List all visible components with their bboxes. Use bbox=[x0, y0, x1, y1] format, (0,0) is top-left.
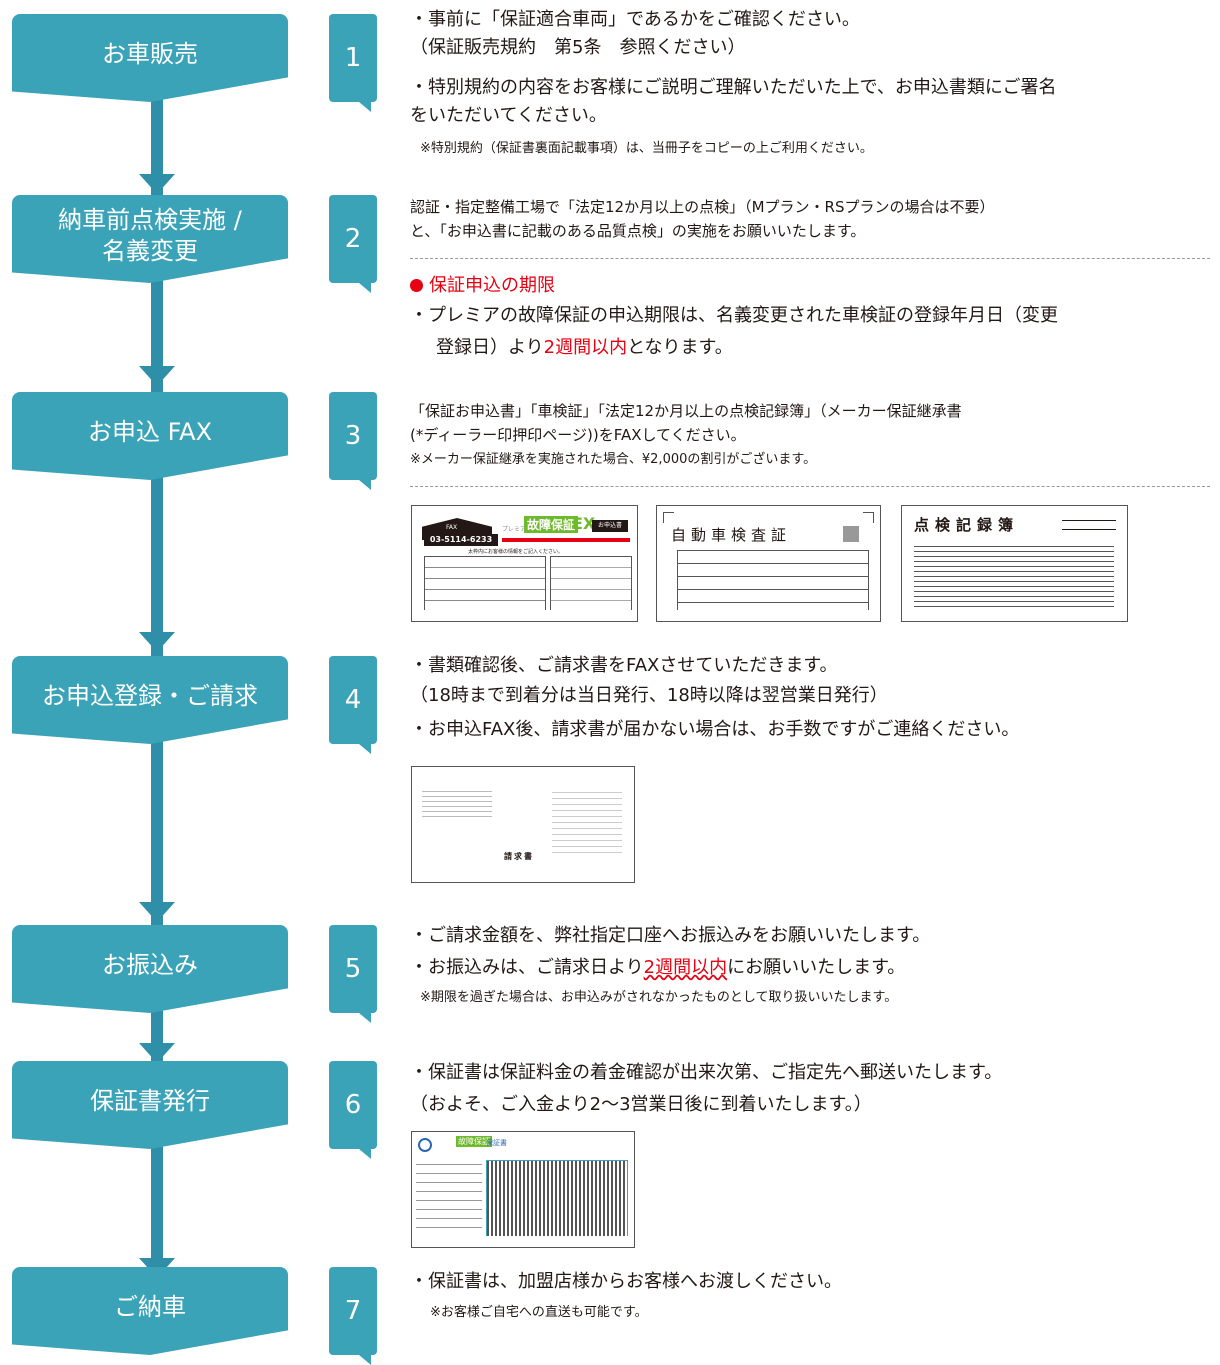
bullet-icon bbox=[410, 279, 423, 292]
s2-d2c: となります。 bbox=[627, 337, 733, 358]
step-2-label: 納車前点検実施 / 名義変更 bbox=[58, 205, 242, 265]
s1-line-2: （保証販売規約 第5条 参照ください） bbox=[410, 37, 746, 58]
step-5-box: お振込み bbox=[12, 925, 288, 1013]
vehicle-inspection-title: 自動車検査証 bbox=[671, 526, 792, 544]
step-1-number: 1 bbox=[329, 14, 377, 112]
deadline-heading: 保証申込の期限 bbox=[410, 272, 555, 300]
page-curl bbox=[657, 610, 880, 621]
s2-deadline-line-1: ・プレミアの故障保証の申込期限は、名義変更された車検証の登録年月日（変更 bbox=[410, 305, 1058, 326]
down-arrow-icon bbox=[139, 366, 175, 386]
s5-line-2: ・お振込みは、ご請求日より2週間以内にお願いいたします。 bbox=[410, 954, 905, 982]
step-1-label: お車販売 bbox=[102, 40, 198, 69]
corner-mark bbox=[863, 512, 874, 523]
s4-line-2: （18時まで到着分は当日発行、18時以降は翌営業日発行） bbox=[410, 685, 888, 706]
s2-deadline-line-2: 登録日）より2週間以内となります。 bbox=[436, 334, 733, 362]
fax-number: 03-5114-6233 bbox=[424, 534, 498, 546]
s5-l2c: にお願いいたします。 bbox=[727, 957, 906, 978]
step-5-number: 5 bbox=[329, 925, 377, 1023]
inspection-log-title: 点検記録簿 bbox=[914, 516, 1020, 534]
brand-ex: EX bbox=[572, 514, 596, 533]
s3-line-1: 「保証お申込書」「車検証」「法定12か月以上の点検記録簿」（メーカー保証継承書 bbox=[410, 402, 962, 420]
brand-logo: 故障保証 bbox=[524, 516, 579, 533]
fax-label: FAX bbox=[446, 524, 458, 531]
logo-icon bbox=[418, 1138, 432, 1152]
step-3-number: 3 bbox=[329, 392, 377, 490]
step-3-box: お申込 FAX bbox=[12, 392, 288, 480]
divider bbox=[410, 486, 1210, 487]
s5-note: ※期限を過ぎた場合は、お申込みがされなかったものとして取り扱いいたします。 bbox=[420, 990, 898, 1005]
down-arrow-icon bbox=[139, 174, 175, 194]
form-badge: お申込書 bbox=[592, 520, 628, 532]
s2-line-2: と、「お申込書に記載のある品質点検」の実施をお願いいたします。 bbox=[410, 222, 866, 240]
s2-line-1: 認証・指定整備工場で「法定12か月以上の点検」（Mプラン・RSプランの場合は不要… bbox=[410, 198, 995, 216]
form-left-table bbox=[424, 556, 546, 618]
step-7-label: ご納車 bbox=[114, 1293, 186, 1322]
step-5-label: お振込み bbox=[102, 951, 198, 980]
down-arrow-icon bbox=[139, 632, 175, 652]
cert-left-panel bbox=[416, 1156, 482, 1236]
deadline-title: 保証申込の期限 bbox=[429, 275, 555, 296]
s7-line-1: ・保証書は、加盟店様からお客様へお渡しください。 bbox=[410, 1271, 842, 1292]
form-right-table bbox=[550, 556, 632, 618]
step-7-box: ご納車 bbox=[12, 1267, 288, 1355]
s5-l2a: ・お振込みは、ご請求日より bbox=[410, 957, 644, 978]
step-7-number: 7 bbox=[329, 1267, 377, 1365]
invoice-title: 請求書 bbox=[504, 852, 534, 861]
page-curl bbox=[412, 1236, 634, 1247]
step-6-box: 保証書発行 bbox=[12, 1061, 288, 1149]
s6-line-1: ・保証書は保証料金の着金確認が出来次第、ご指定先へ郵送いたします。 bbox=[410, 1062, 1003, 1083]
page-curl bbox=[902, 610, 1127, 621]
down-arrow-icon bbox=[139, 902, 175, 922]
step-4-number: 4 bbox=[329, 656, 377, 754]
s3-note: ※メーカー保証継承を実施された場合、¥2,000の割引がございます。 bbox=[410, 452, 817, 467]
step-2-number: 2 bbox=[329, 195, 377, 293]
certificate-thumbnail: 故障保証 保証書 bbox=[411, 1131, 635, 1248]
divider bbox=[410, 258, 1210, 259]
s5-l2b: 2週間以内 bbox=[643, 957, 728, 978]
s4-line-3: ・お申込FAX後、請求書が届かない場合は、お手数ですがご連絡ください。 bbox=[410, 719, 1020, 740]
step-6-number: 6 bbox=[329, 1061, 377, 1159]
page-curl bbox=[412, 610, 637, 621]
inspection-log-thumbnail: 点検記録簿 bbox=[901, 505, 1128, 622]
invoice-thumbnail: 請求書 bbox=[411, 766, 635, 883]
corner-mark bbox=[663, 512, 674, 523]
cert-title: 保証書 bbox=[486, 1139, 507, 1147]
form-red-band bbox=[502, 538, 630, 542]
brand-small: プレミアの bbox=[502, 526, 533, 533]
invoice-address bbox=[422, 787, 492, 817]
invoice-sender bbox=[552, 787, 622, 857]
s6-line-2: （およそ、ご入金より2〜3営業日後に到着いたします。） bbox=[410, 1094, 872, 1115]
cert-brand: 故障保証 bbox=[456, 1136, 492, 1147]
s4-line-1: ・書類確認後、ご請求書をFAXさせていただきます。 bbox=[410, 655, 838, 676]
s7-note: ※お客様ご自宅への直送も可能です。 bbox=[430, 1305, 648, 1320]
s1-note: ※特別規約（保証書裏面記載事項）は、当冊子をコピーの上ご利用ください。 bbox=[420, 141, 873, 156]
s3-line-2: (*ディーラー印押印ページ))をFAXしてください。 bbox=[410, 426, 746, 444]
title-lines bbox=[1062, 520, 1116, 530]
s1-line-1: ・事前に「保証適合車両」であるかをご確認ください。 bbox=[410, 9, 860, 30]
form-caption: 太枠内にお客様の情報をご記入ください。 bbox=[468, 549, 564, 555]
vehicle-inspection-thumbnail: 自動車検査証 bbox=[656, 505, 881, 622]
inspection-grid bbox=[677, 550, 869, 612]
stamp-box bbox=[843, 526, 859, 542]
s1-line-4: をいただいてください。 bbox=[410, 105, 607, 126]
page-curl bbox=[412, 871, 634, 882]
down-arrow-icon bbox=[139, 1043, 175, 1063]
log-lines bbox=[914, 542, 1114, 612]
cert-main-panel bbox=[486, 1160, 628, 1238]
step-6-label: 保証書発行 bbox=[90, 1087, 210, 1116]
application-form-thumbnail: FAX 03-5114-6233 プレミアの 故障保証 EX お申込書 太枠内に… bbox=[411, 505, 638, 622]
s1-line-3: ・特別規約の内容をお客様にご説明ご理解いただいた上で、お申込書類にご署名 bbox=[410, 77, 1057, 98]
step-1-box: お車販売 bbox=[12, 14, 288, 102]
step-3-label: お申込 FAX bbox=[87, 418, 213, 447]
step-4-box: お申込登録・ご請求 bbox=[12, 656, 288, 744]
step-4-label: お申込登録・ご請求 bbox=[42, 682, 258, 711]
s2-d2b: 2週間以内 bbox=[543, 337, 628, 358]
step-2-box: 納車前点検実施 / 名義変更 bbox=[12, 195, 288, 283]
s2-d2a: 登録日）より bbox=[436, 337, 544, 358]
s5-line-1: ・ご請求金額を、弊社指定口座へお振込みをお願いいたします。 bbox=[410, 925, 931, 946]
